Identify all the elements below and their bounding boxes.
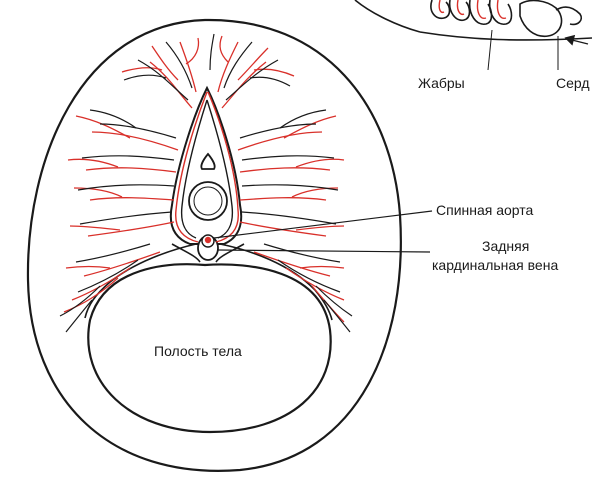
label-posterior-cardinal-vein-line1: Задняя xyxy=(482,238,529,255)
notochord-inner xyxy=(194,187,222,215)
label-gills: Жабры xyxy=(418,75,465,92)
label-heart: Серд xyxy=(556,75,590,92)
lateral-vessels-left xyxy=(64,116,178,312)
label-body-cavity: Полость тела xyxy=(154,343,242,360)
label-posterior-cardinal-vein-line2: кардинальная вена xyxy=(432,257,558,274)
neural-canal xyxy=(201,154,214,169)
aorta-pointer-line xyxy=(214,211,432,238)
notochord xyxy=(189,182,227,220)
label-dorsal-aorta: Спинная аорта xyxy=(436,202,533,219)
lateral-vessels-right xyxy=(238,116,344,322)
gills-fragment xyxy=(355,0,592,70)
dorsal-vessels xyxy=(122,36,294,108)
dorsal-aorta-fill xyxy=(205,237,211,243)
